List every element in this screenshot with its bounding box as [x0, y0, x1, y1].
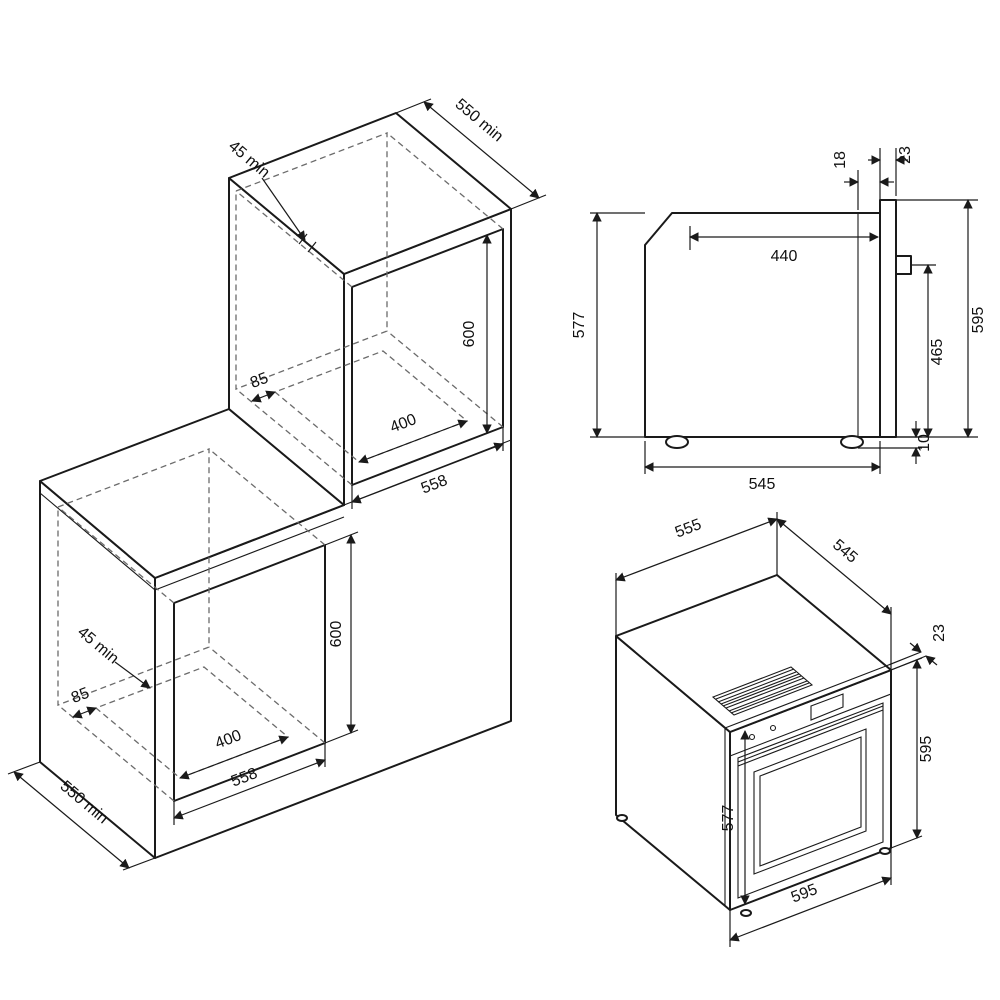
- dim-label-side-577: 577: [571, 312, 588, 339]
- dim-label-side-465: 465: [929, 339, 946, 366]
- upper-socket-zone: [273, 350, 469, 463]
- oven-foot-front: [840, 435, 864, 449]
- door-window-outer: [753, 728, 867, 875]
- lower-niche-hidden-interior: [57, 448, 326, 802]
- dim-label-lower-height: 600: [328, 621, 345, 648]
- dim-side-577: 577: [571, 212, 645, 438]
- dim-upper-height: 600: [461, 234, 492, 434]
- fascia-edge-top: [724, 665, 887, 729]
- dim-label-iso-555: 555: [673, 516, 704, 541]
- door-handle-bottom: [737, 709, 884, 767]
- control-panel-line: [729, 693, 892, 757]
- dim-side-440: 440: [689, 226, 879, 265]
- dim-upper-offset: 85: [248, 370, 276, 403]
- oven-door: [737, 702, 884, 899]
- dim-label-side-23: 23: [897, 146, 914, 164]
- oven-iso-foot-front-left: [740, 909, 752, 917]
- oven-foot-rear: [665, 435, 689, 449]
- dim-side-10: 10: [858, 421, 933, 464]
- control-knob-right: [769, 724, 777, 732]
- oven-iso-view: 555 545 23 577 595: [615, 512, 948, 947]
- door-handle-top: [737, 705, 884, 763]
- dim-label-iso-23: 23: [931, 624, 948, 642]
- dim-iso-577: 577: [720, 730, 750, 905]
- dim-label-side-545: 545: [749, 476, 776, 493]
- dim-label-top-depth: 550 min: [452, 96, 507, 146]
- dim-lower-height: 600: [324, 531, 359, 744]
- dim-side-595: 595: [896, 199, 987, 438]
- door-window-inner: [759, 736, 862, 867]
- dim-label-upper-offset: 85: [248, 370, 271, 392]
- dim-label-side-18: 18: [832, 151, 849, 169]
- dim-label-iso-577: 577: [720, 805, 737, 832]
- vent-grille: [711, 666, 814, 716]
- oven-body-side: [644, 212, 881, 438]
- oven-iso-foot-front-right: [879, 847, 891, 855]
- counter-thickness-side-edge: [39, 492, 156, 591]
- oven-knob: [895, 255, 912, 275]
- cabinet-cutout-view: 550 min 45 min 600 558 85 400: [7, 96, 547, 871]
- oven-iso-foot-back-left: [616, 814, 628, 822]
- oven-side-view: 577 440 18 23 465: [571, 146, 987, 493]
- dim-side-545: 545: [644, 441, 881, 493]
- dim-label-side-440: 440: [771, 248, 798, 265]
- counter-thickness-front-edge: [154, 516, 345, 591]
- dim-side-465: 465: [911, 264, 946, 438]
- lower-socket-zone: [94, 666, 290, 779]
- dim-iso-595-right: 595: [890, 657, 935, 849]
- dim-side-23: 23: [868, 146, 914, 196]
- dim-label-lower-offset: 85: [69, 685, 92, 707]
- oven-fascia-side: [879, 199, 897, 438]
- dim-label-iso-545: 545: [829, 536, 860, 566]
- dim-label-side-595: 595: [970, 307, 987, 334]
- control-panel-display: [810, 693, 844, 721]
- dim-label-side-10: 10: [916, 434, 933, 452]
- dim-lower-offset: 85: [69, 685, 97, 719]
- dim-label-upper-height: 600: [461, 321, 478, 348]
- dim-label-iso-595-right: 595: [918, 736, 935, 763]
